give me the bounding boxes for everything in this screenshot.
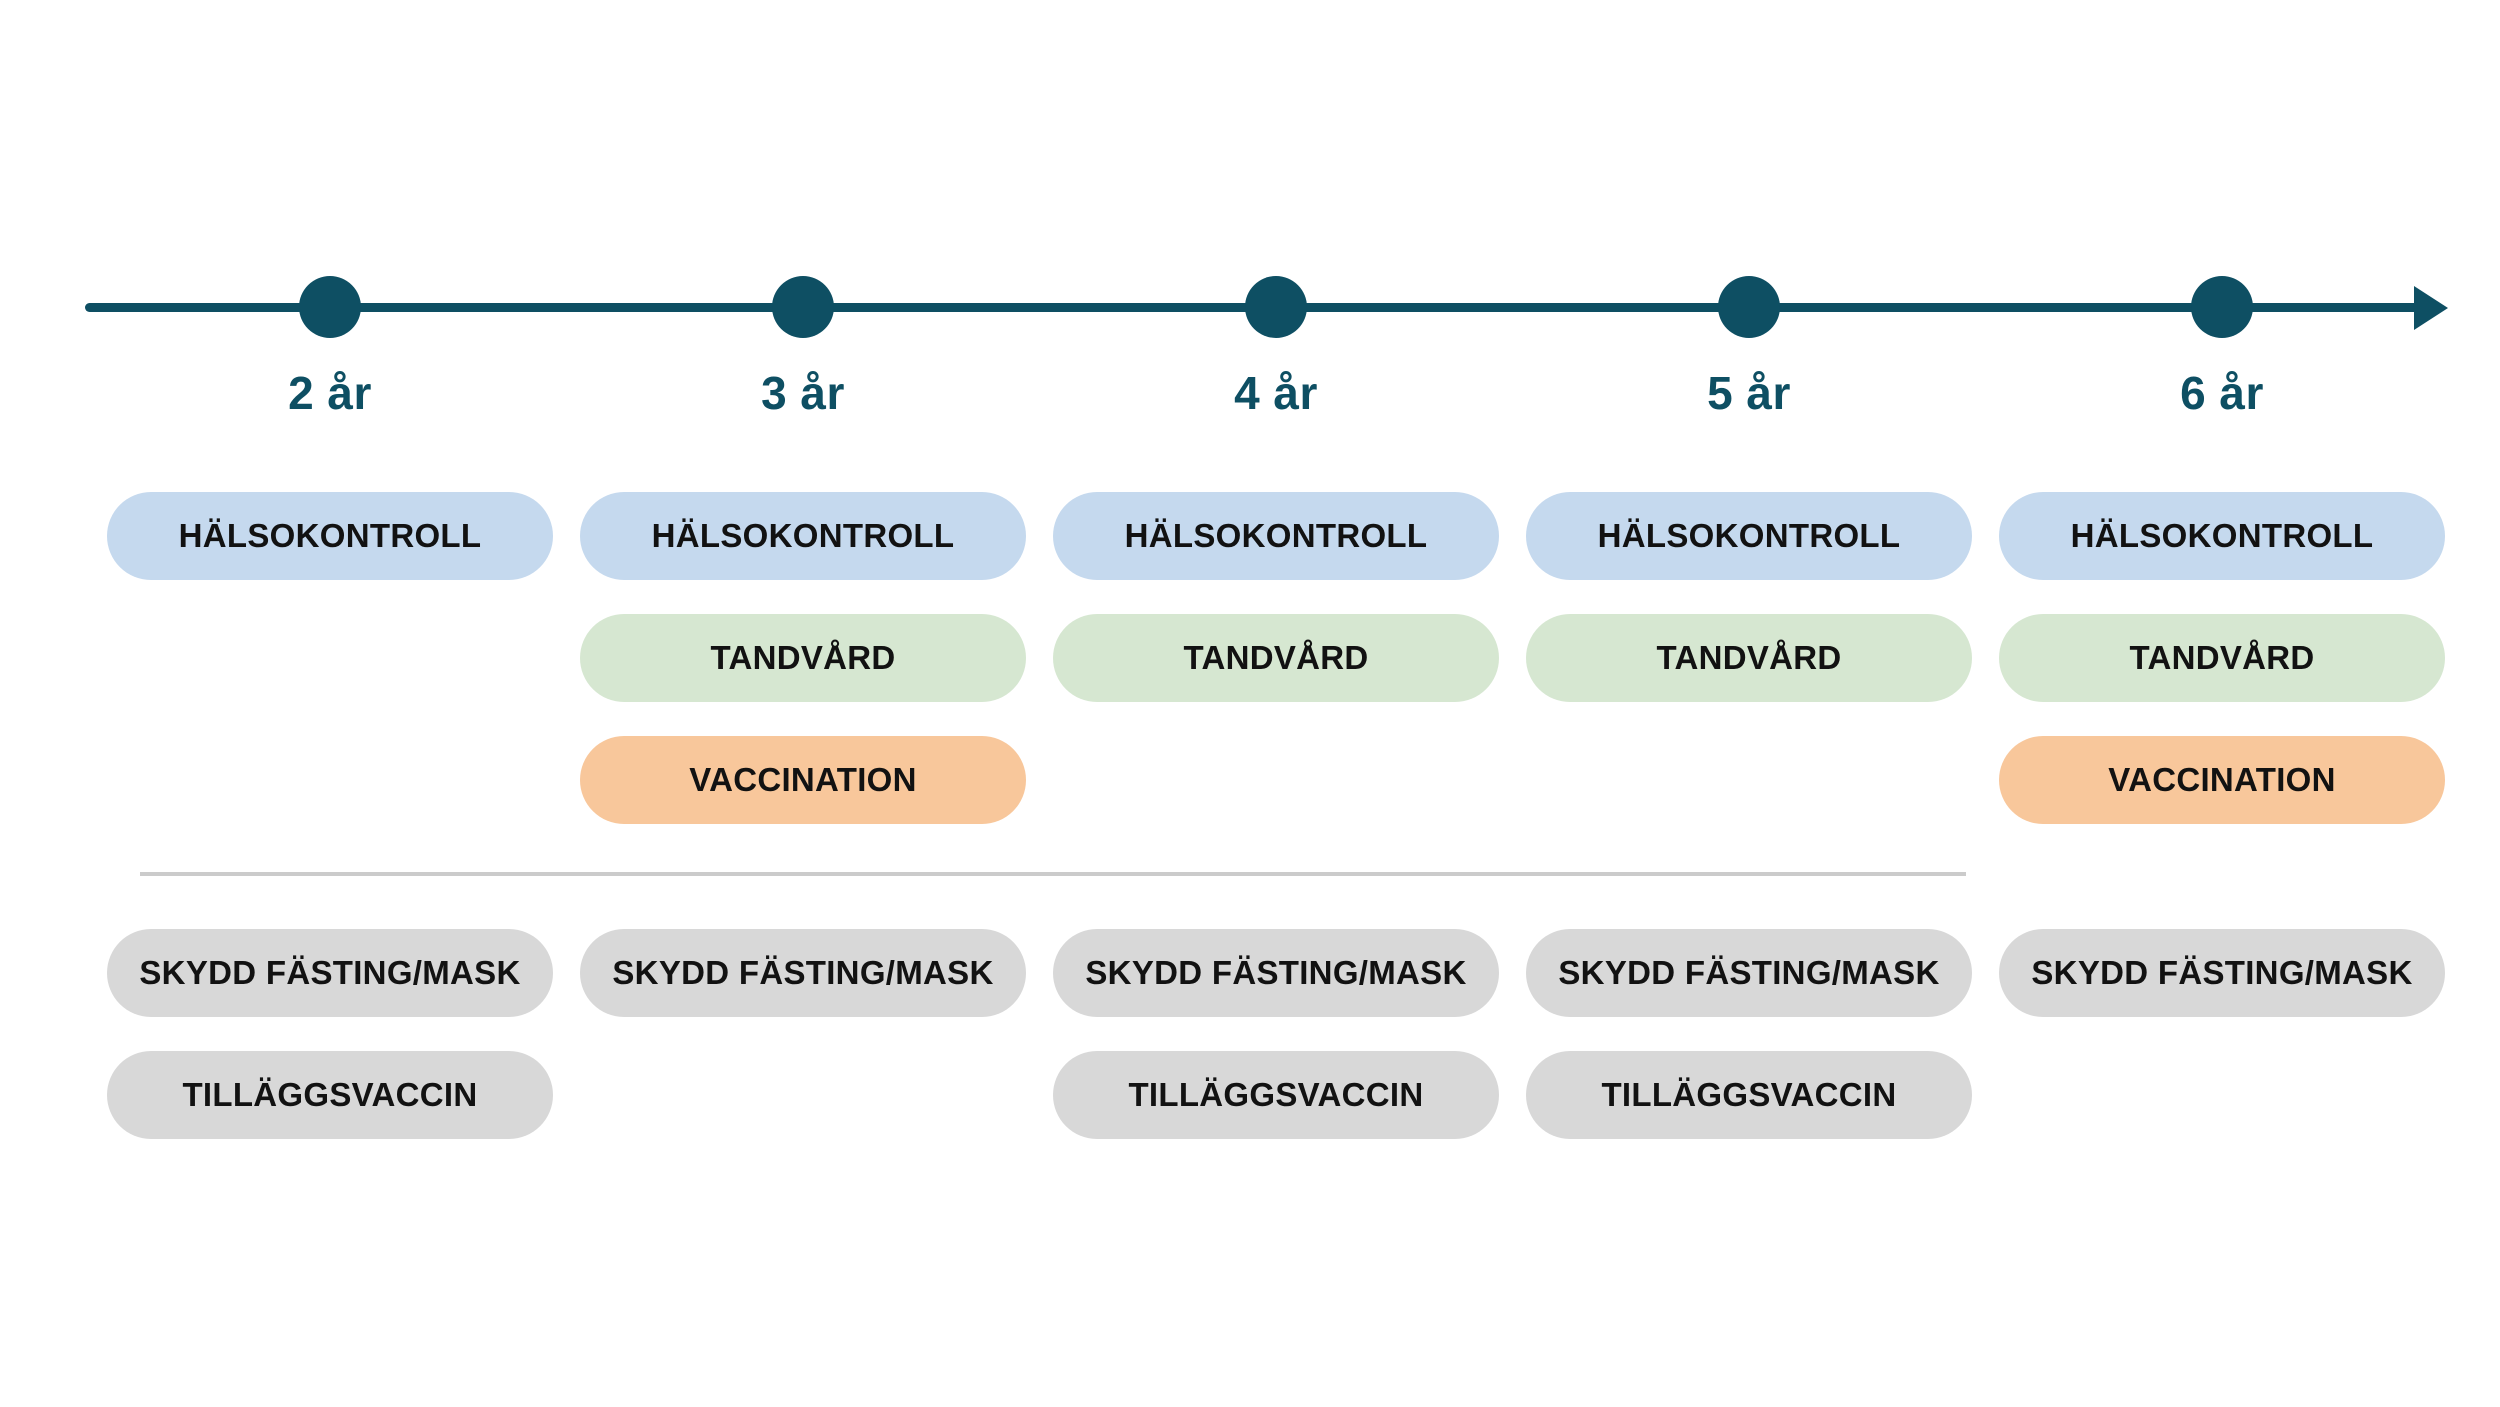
pill-tandvard: TANDVÅRD [580, 614, 1026, 702]
pill-vaccination: VACCINATION [1999, 736, 2445, 824]
year-label: 3 år [761, 367, 845, 419]
pill-halsokontroll: HÄLSOKONTROLL [107, 492, 553, 580]
year-label: 4 år [1234, 367, 1318, 419]
timeline-dot [1245, 276, 1307, 338]
pill-tandvard: TANDVÅRD [1999, 614, 2445, 702]
pill-tillaggsvaccin: TILLÄGGSVACCIN [107, 1051, 553, 1139]
pill-skydd-fasting-mask: SKYDD FÄSTING/MASK [1526, 929, 1972, 1017]
pill-tandvard: TANDVÅRD [1526, 614, 1972, 702]
year-column-5: 5 år HÄLSOKONTROLL TANDVÅRD SKYDD FÄSTIN… [1526, 0, 1972, 1407]
timeline-dot [1718, 276, 1780, 338]
pill-skydd-fasting-mask: SKYDD FÄSTING/MASK [1053, 929, 1499, 1017]
year-column-3: 3 år HÄLSOKONTROLL TANDVÅRD VACCINATION … [580, 0, 1026, 1407]
timeline-dot [299, 276, 361, 338]
pill-tandvard: TANDVÅRD [1053, 614, 1499, 702]
pill-halsokontroll: HÄLSOKONTROLL [1053, 492, 1499, 580]
year-column-2: 2 år HÄLSOKONTROLL SKYDD FÄSTING/MASK TI… [107, 0, 553, 1407]
pill-tillaggsvaccin: TILLÄGGSVACCIN [1526, 1051, 1972, 1139]
year-column-4: 4 år HÄLSOKONTROLL TANDVÅRD SKYDD FÄSTIN… [1053, 0, 1499, 1407]
pill-halsokontroll: HÄLSOKONTROLL [580, 492, 1026, 580]
arrow-right-icon [2414, 286, 2448, 330]
pill-skydd-fasting-mask: SKYDD FÄSTING/MASK [1999, 929, 2445, 1017]
pill-tillaggsvaccin: TILLÄGGSVACCIN [1053, 1051, 1499, 1139]
divider-line [140, 872, 1966, 876]
timeline-dot [772, 276, 834, 338]
pill-skydd-fasting-mask: SKYDD FÄSTING/MASK [107, 929, 553, 1017]
year-label: 6 år [2180, 367, 2264, 419]
pill-vaccination: VACCINATION [580, 736, 1026, 824]
year-label: 5 år [1707, 367, 1791, 419]
pill-halsokontroll: HÄLSOKONTROLL [1526, 492, 1972, 580]
timeline-dot [2191, 276, 2253, 338]
pill-halsokontroll: HÄLSOKONTROLL [1999, 492, 2445, 580]
year-label: 2 år [288, 367, 372, 419]
pill-skydd-fasting-mask: SKYDD FÄSTING/MASK [580, 929, 1026, 1017]
year-column-6: 6 år HÄLSOKONTROLL TANDVÅRD VACCINATION … [1999, 0, 2445, 1407]
